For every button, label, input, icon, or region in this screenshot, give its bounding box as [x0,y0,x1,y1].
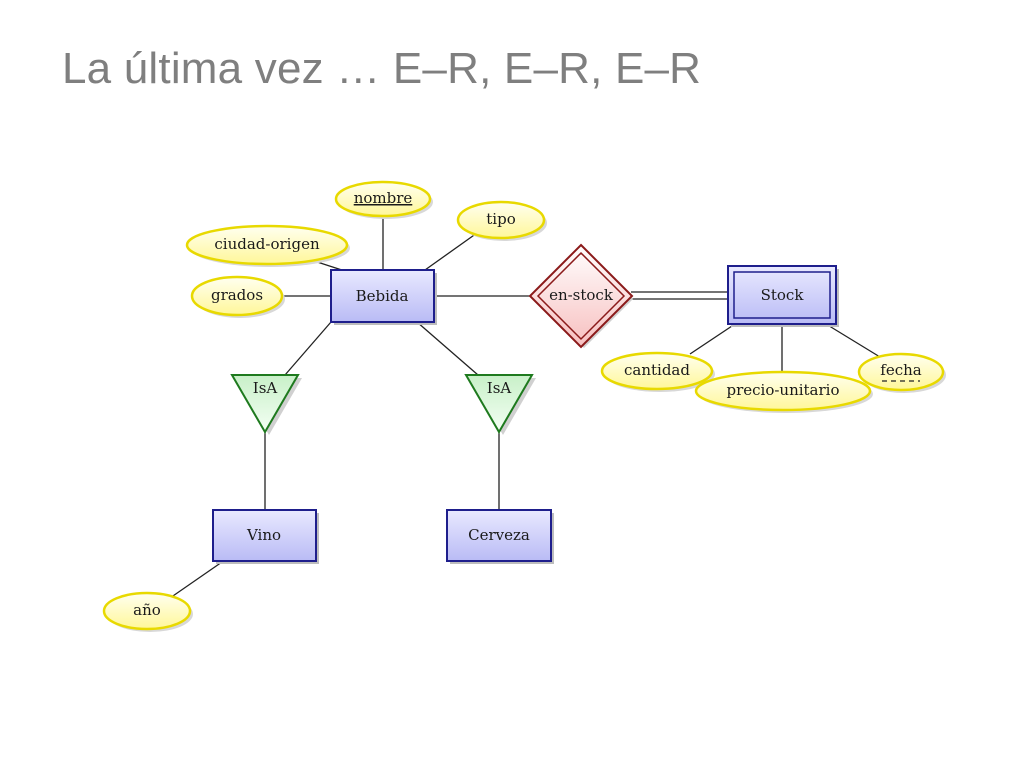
attribute-tipo-label: tipo [486,210,515,228]
relationship-en-stock-label: en-stock [549,286,614,304]
entity-cerveza-label: Cerveza [468,526,530,544]
attribute-fecha: fecha [857,352,946,393]
attribute-fecha-label: fecha [880,361,921,379]
entity-stock-weak: Stock [727,265,839,327]
isa-triangle-right: IsA [464,374,536,435]
entity-bebida-label: Bebida [356,287,409,305]
attribute-anio-label: año [133,601,161,619]
attribute-nombre: nombre [334,180,433,219]
attribute-nombre-label: nombre [354,189,413,207]
attribute-precio-unitario: precio-unitario [694,370,873,413]
attribute-cantidad-label: cantidad [624,361,690,379]
slide-title: La última vez … E–R, E–R, E–R [62,44,702,93]
attribute-tipo: tipo [456,200,547,241]
attribute-ciudad-origen-label: ciudad-origen [214,235,320,253]
isa-right-label: IsA [487,379,512,397]
isa-left-label: IsA [253,379,278,397]
attribute-anio: año [102,591,193,632]
relationship-en-stock: en-stock [528,243,634,349]
attribute-ciudad-origen: ciudad-origen [185,224,350,267]
entity-stock-label: Stock [761,286,805,304]
attribute-grados: grados [190,275,285,318]
attribute-cantidad: cantidad [600,351,715,392]
entity-vino-label: Vino [246,526,281,544]
entity-vino: Vino [212,509,319,564]
entity-cerveza: Cerveza [446,509,554,564]
attribute-grados-label: grados [211,286,263,304]
entity-bebida: Bebida [330,269,437,325]
isa-triangle-left: IsA [230,374,302,435]
attribute-precio-unitario-label: precio-unitario [726,381,839,399]
